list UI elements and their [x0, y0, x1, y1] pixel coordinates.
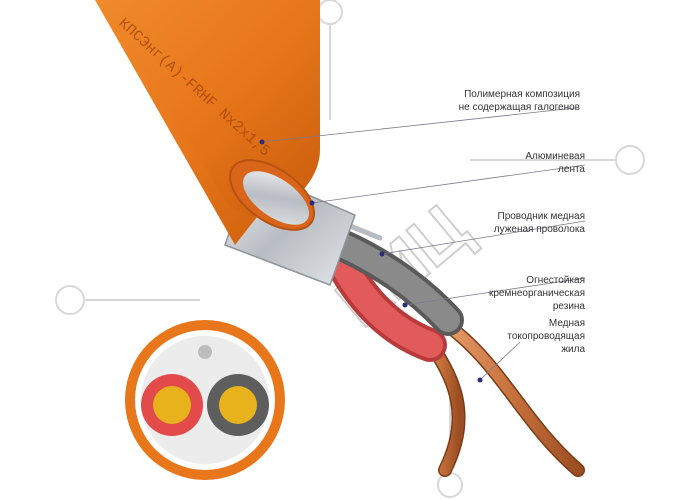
- callout-conductor: Медная токопроводящая жила: [507, 318, 585, 355]
- callout-drain-wire: Проводник медная луженая проволока: [493, 211, 585, 235]
- callout-foil: Алюминевая лента: [525, 151, 585, 175]
- callout-insulation: Огнестойкая кремнеорганическая резина: [488, 275, 585, 312]
- cross-section: [125, 320, 285, 480]
- cable-sheath: [95, 0, 320, 245]
- leader-dots: [259, 139, 483, 383]
- callout-sheath: Полимерная композиция не содержащая гало…: [458, 89, 580, 113]
- leader-lines: [261, 107, 586, 381]
- insulated-cores: [314, 224, 464, 362]
